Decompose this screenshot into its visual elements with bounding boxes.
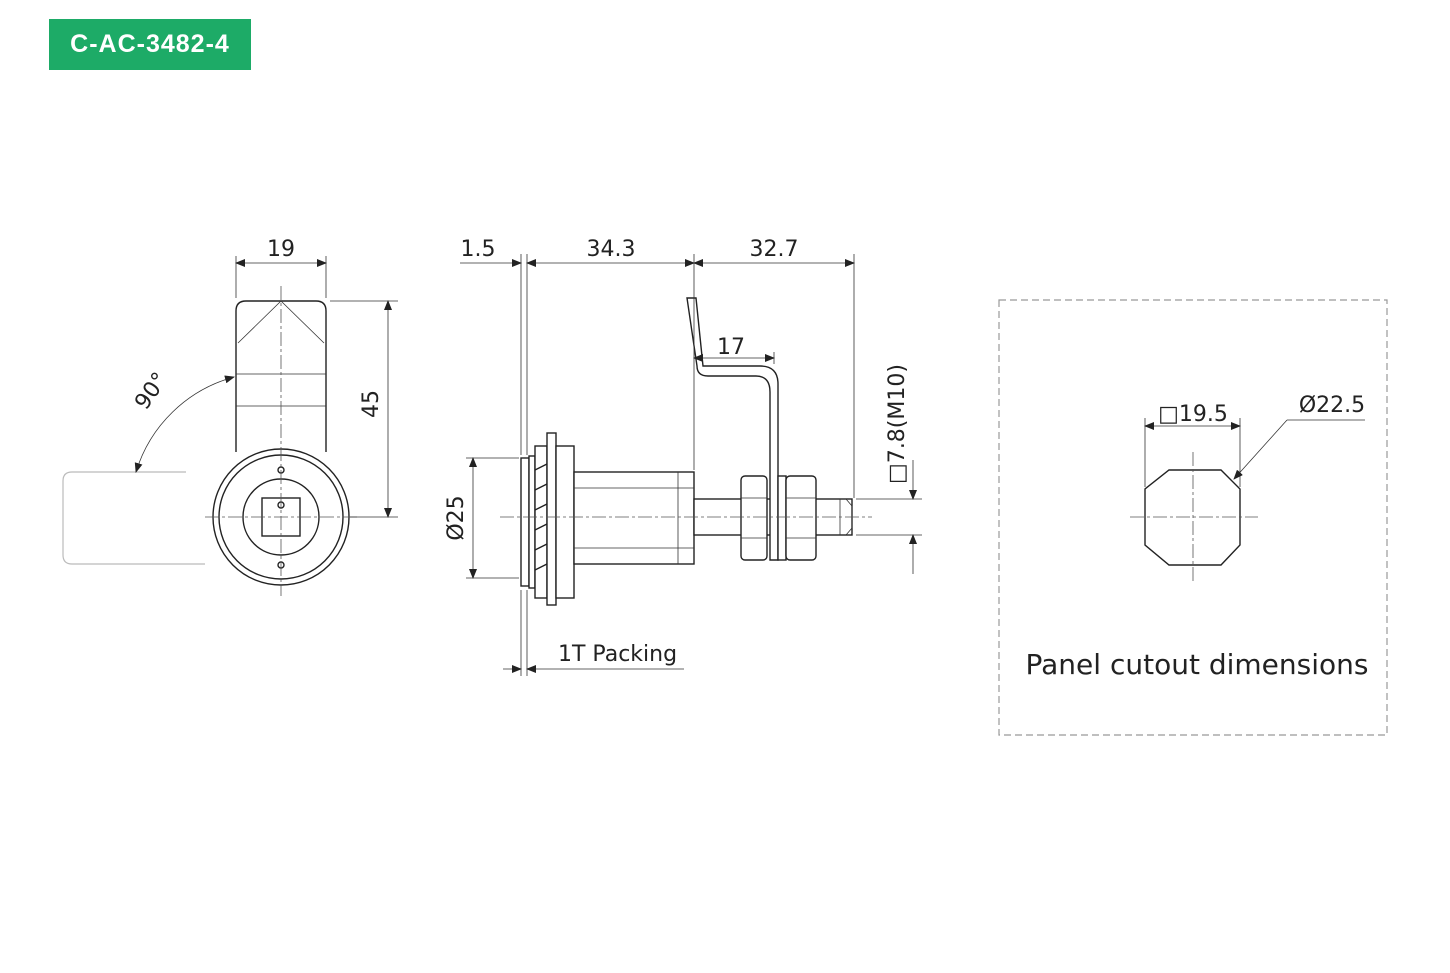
lock-body-side <box>573 471 695 565</box>
panel-cutout-caption: Panel cutout dimensions <box>1026 648 1369 681</box>
rotation-arc <box>134 375 235 473</box>
dim-angle-90: 90° <box>130 368 173 414</box>
front-view: 19 45 90° <box>62 237 398 596</box>
dim-width-19: 19 <box>267 237 295 262</box>
dim-height-45: 45 <box>359 390 384 418</box>
dim-body-34-3: 34.3 <box>587 237 636 262</box>
dim-diameter-25: Ø25 <box>444 495 469 540</box>
panel-cutout-frame <box>998 299 1388 736</box>
cam-plate <box>686 297 779 561</box>
part-number-badge: C-AC-3482-4 <box>49 19 251 70</box>
cutout-shape <box>1144 469 1241 566</box>
dim-offset-17: 17 <box>717 335 745 360</box>
dim-square-19-5: □19.5 <box>1158 402 1228 427</box>
dim-cam-32-7: 32.7 <box>750 237 799 262</box>
dim-diameter-22-5: Ø22.5 <box>1299 393 1365 418</box>
dim-flange-1-5: 1.5 <box>461 237 496 262</box>
dim-shaft-7-8-m10: □7.8(M10) <box>885 364 910 484</box>
panel-cutout: □19.5 Ø22.5 Panel cutout dimensions <box>998 299 1388 736</box>
side-view: 1.5 34.3 32.7 17 Ø25 □7.8(M10) 1T Packin… <box>444 237 922 676</box>
rotated-cam-ghost <box>62 471 205 565</box>
packing-label: 1T Packing <box>558 642 677 667</box>
